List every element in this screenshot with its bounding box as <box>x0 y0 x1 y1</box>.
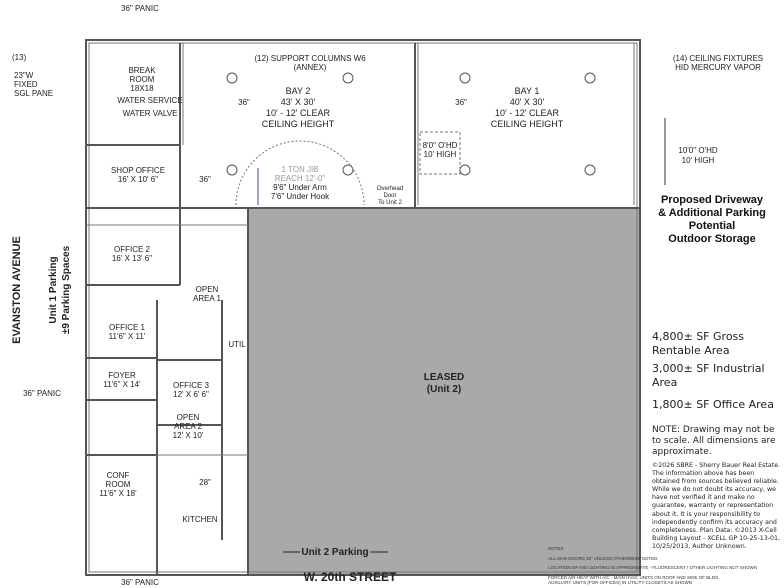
jib-crane-reach <box>235 140 365 206</box>
water-valve-label: WATER VALVE <box>123 109 178 118</box>
door-size: 36" <box>199 175 211 184</box>
open-area2-label: OPEN <box>177 413 200 422</box>
svg-text:Overhead: Overhead <box>377 186 403 192</box>
overhead-door-unit2: Overhead Door To Unit 2 <box>377 186 403 206</box>
leased-label: (Unit 2) <box>427 384 461 395</box>
industrial-area: 3,000± SF Industrial Area <box>652 362 765 389</box>
svg-text:ALL MAN DOORS 32" UNLESS OTHER: ALL MAN DOORS 32" UNLESS OTHERWISE NOTED <box>548 556 658 561</box>
water-service-label: WATER SERVICE <box>117 96 182 105</box>
shop-office-label: SHOP OFFICE <box>111 166 165 175</box>
scale-note: NOTE: Drawing may not be to scale. All d… <box>652 425 776 457</box>
support-columns <box>226 72 596 176</box>
office1-label: 11'6" X 11' <box>109 332 146 341</box>
gross-area: 4,800± SF Gross Rentable Area <box>652 330 745 357</box>
overhead-door-right: 10' HIGH <box>682 156 715 165</box>
shop-office-label: 16' X 10' 6" <box>118 175 158 184</box>
building-outline <box>85 39 641 576</box>
door-size: 36" <box>238 98 250 107</box>
svg-text:REACH 12'-0": REACH 12'-0" <box>275 174 326 183</box>
window-desc: SGL PANE <box>14 89 53 98</box>
overhead-door-bay: 8'0" O'HD <box>423 141 458 150</box>
copyright: ©2026 SBRE - Sherry Bauer Real Estate. T… <box>652 462 781 550</box>
unit2-parking: Unit 2 Parking <box>301 547 368 558</box>
svg-text:To Unit 2: To Unit 2 <box>378 200 402 206</box>
leased-area <box>248 208 640 575</box>
svg-text:10' - 12' CLEAR: 10' - 12' CLEAR <box>266 108 330 118</box>
bay1-label: BAY 1 40' X 30' 10' - 12' CLEAR CEILING … <box>491 86 564 129</box>
bay2-label: BAY 2 43' X 30' 10' - 12' CLEAR CEILING … <box>262 86 335 129</box>
svg-text:AUXILIARY UNITS (FOR OFFICES): AUXILIARY UNITS (FOR OFFICES) IN UTILITY… <box>548 580 692 585</box>
leased-label: LEASED <box>424 372 465 383</box>
conf-room-label: CONF <box>107 471 130 480</box>
svg-text:40' X 30': 40' X 30' <box>510 97 545 107</box>
foyer-label: FOYER <box>108 371 136 380</box>
window-desc: FIXED <box>14 80 38 89</box>
window-qty: (13) <box>12 53 27 62</box>
window-desc: 23"W <box>14 71 34 80</box>
svg-text:9'6" Under Arm: 9'6" Under Arm <box>273 183 327 192</box>
conf-room-label: ROOM <box>106 480 131 489</box>
open-area1-label: OPEN <box>196 285 219 294</box>
svg-text:LOCATION OF HID LIGHTING IS AP: LOCATION OF HID LIGHTING IS APPROXIMATE … <box>548 565 757 570</box>
columns-note: (ANNEX) <box>294 63 327 72</box>
office2-label: 16' X 13' 6" <box>112 254 152 263</box>
street-bottom: W. 20th STREET <box>304 570 397 584</box>
street-left: EVANSTON AVENUE <box>11 236 23 344</box>
panic-door-top: 36" PANIC <box>121 4 159 13</box>
svg-text:FORCED AIR HEAT WITH A/C - MAI: FORCED AIR HEAT WITH A/C - MAIN HVAC UNI… <box>548 575 720 580</box>
office-area: 1,800± SF Office Area <box>652 398 774 411</box>
columns-note: (12) SUPPORT COLUMNS W6 <box>254 54 366 63</box>
panic-door-left: 36" PANIC <box>23 389 61 398</box>
fixtures-note: HID MERCURY VAPOR <box>675 63 761 72</box>
svg-text:7'6" Under Hook: 7'6" Under Hook <box>271 192 330 201</box>
open-area2-label: 12' X 10' <box>173 431 204 440</box>
break-room-label: ROOM <box>130 75 155 84</box>
svg-text:10' - 12' CLEAR: 10' - 12' CLEAR <box>495 108 559 118</box>
office3-label: 12' X 6' 6" <box>173 390 209 399</box>
foyer-label: 11'6" X 14' <box>103 380 141 389</box>
svg-text:CEILING HEIGHT: CEILING HEIGHT <box>262 119 335 129</box>
unit1-parking: Unit 1 Parking <box>48 256 59 323</box>
svg-text:1 TON JIB: 1 TON JIB <box>281 165 318 174</box>
svg-text:BAY 2: BAY 2 <box>286 86 311 96</box>
door-size: 36" <box>455 98 467 107</box>
driveway-note: Proposed Driveway& Additional Parking Po… <box>658 194 766 245</box>
jib-crane-label: 1 TON JIB REACH 12'-0" 9'6" Under Arm 7'… <box>271 165 330 201</box>
kitchen-label: KITCHEN <box>182 515 217 524</box>
overhead-door-bay: 10' HIGH <box>424 150 457 159</box>
fixtures-note: (14) CEILING FIXTURES <box>673 54 763 63</box>
office3-label: OFFICE 3 <box>173 381 210 390</box>
unit1-parking: ±9 Parking Spaces <box>61 245 72 334</box>
util-label: UTIL <box>228 340 246 349</box>
door-size: 28" <box>199 478 211 487</box>
svg-text:CEILING HEIGHT: CEILING HEIGHT <box>491 119 564 129</box>
office1-label: OFFICE 1 <box>109 323 146 332</box>
svg-text:43' X 30': 43' X 30' <box>281 97 316 107</box>
svg-text:BAY 1: BAY 1 <box>515 86 540 96</box>
break-room-label: BREAK <box>128 66 156 75</box>
svg-text:NOTES: NOTES <box>548 546 564 551</box>
overhead-door-right: 10'0" O'HD <box>678 146 717 155</box>
conf-room-label: 11'6" X 18' <box>99 489 137 498</box>
panic-door-bottom: 36" PANIC <box>121 578 159 587</box>
svg-text:Door: Door <box>383 193 396 199</box>
break-room-label: 18X18 <box>130 84 154 93</box>
open-area2-label: AREA 2 <box>174 422 203 431</box>
notes: NOTES ALL MAN DOORS 32" UNLESS OTHERWISE… <box>548 546 757 585</box>
office2-label: OFFICE 2 <box>114 245 151 254</box>
open-area1-label: AREA 1 <box>193 294 222 303</box>
